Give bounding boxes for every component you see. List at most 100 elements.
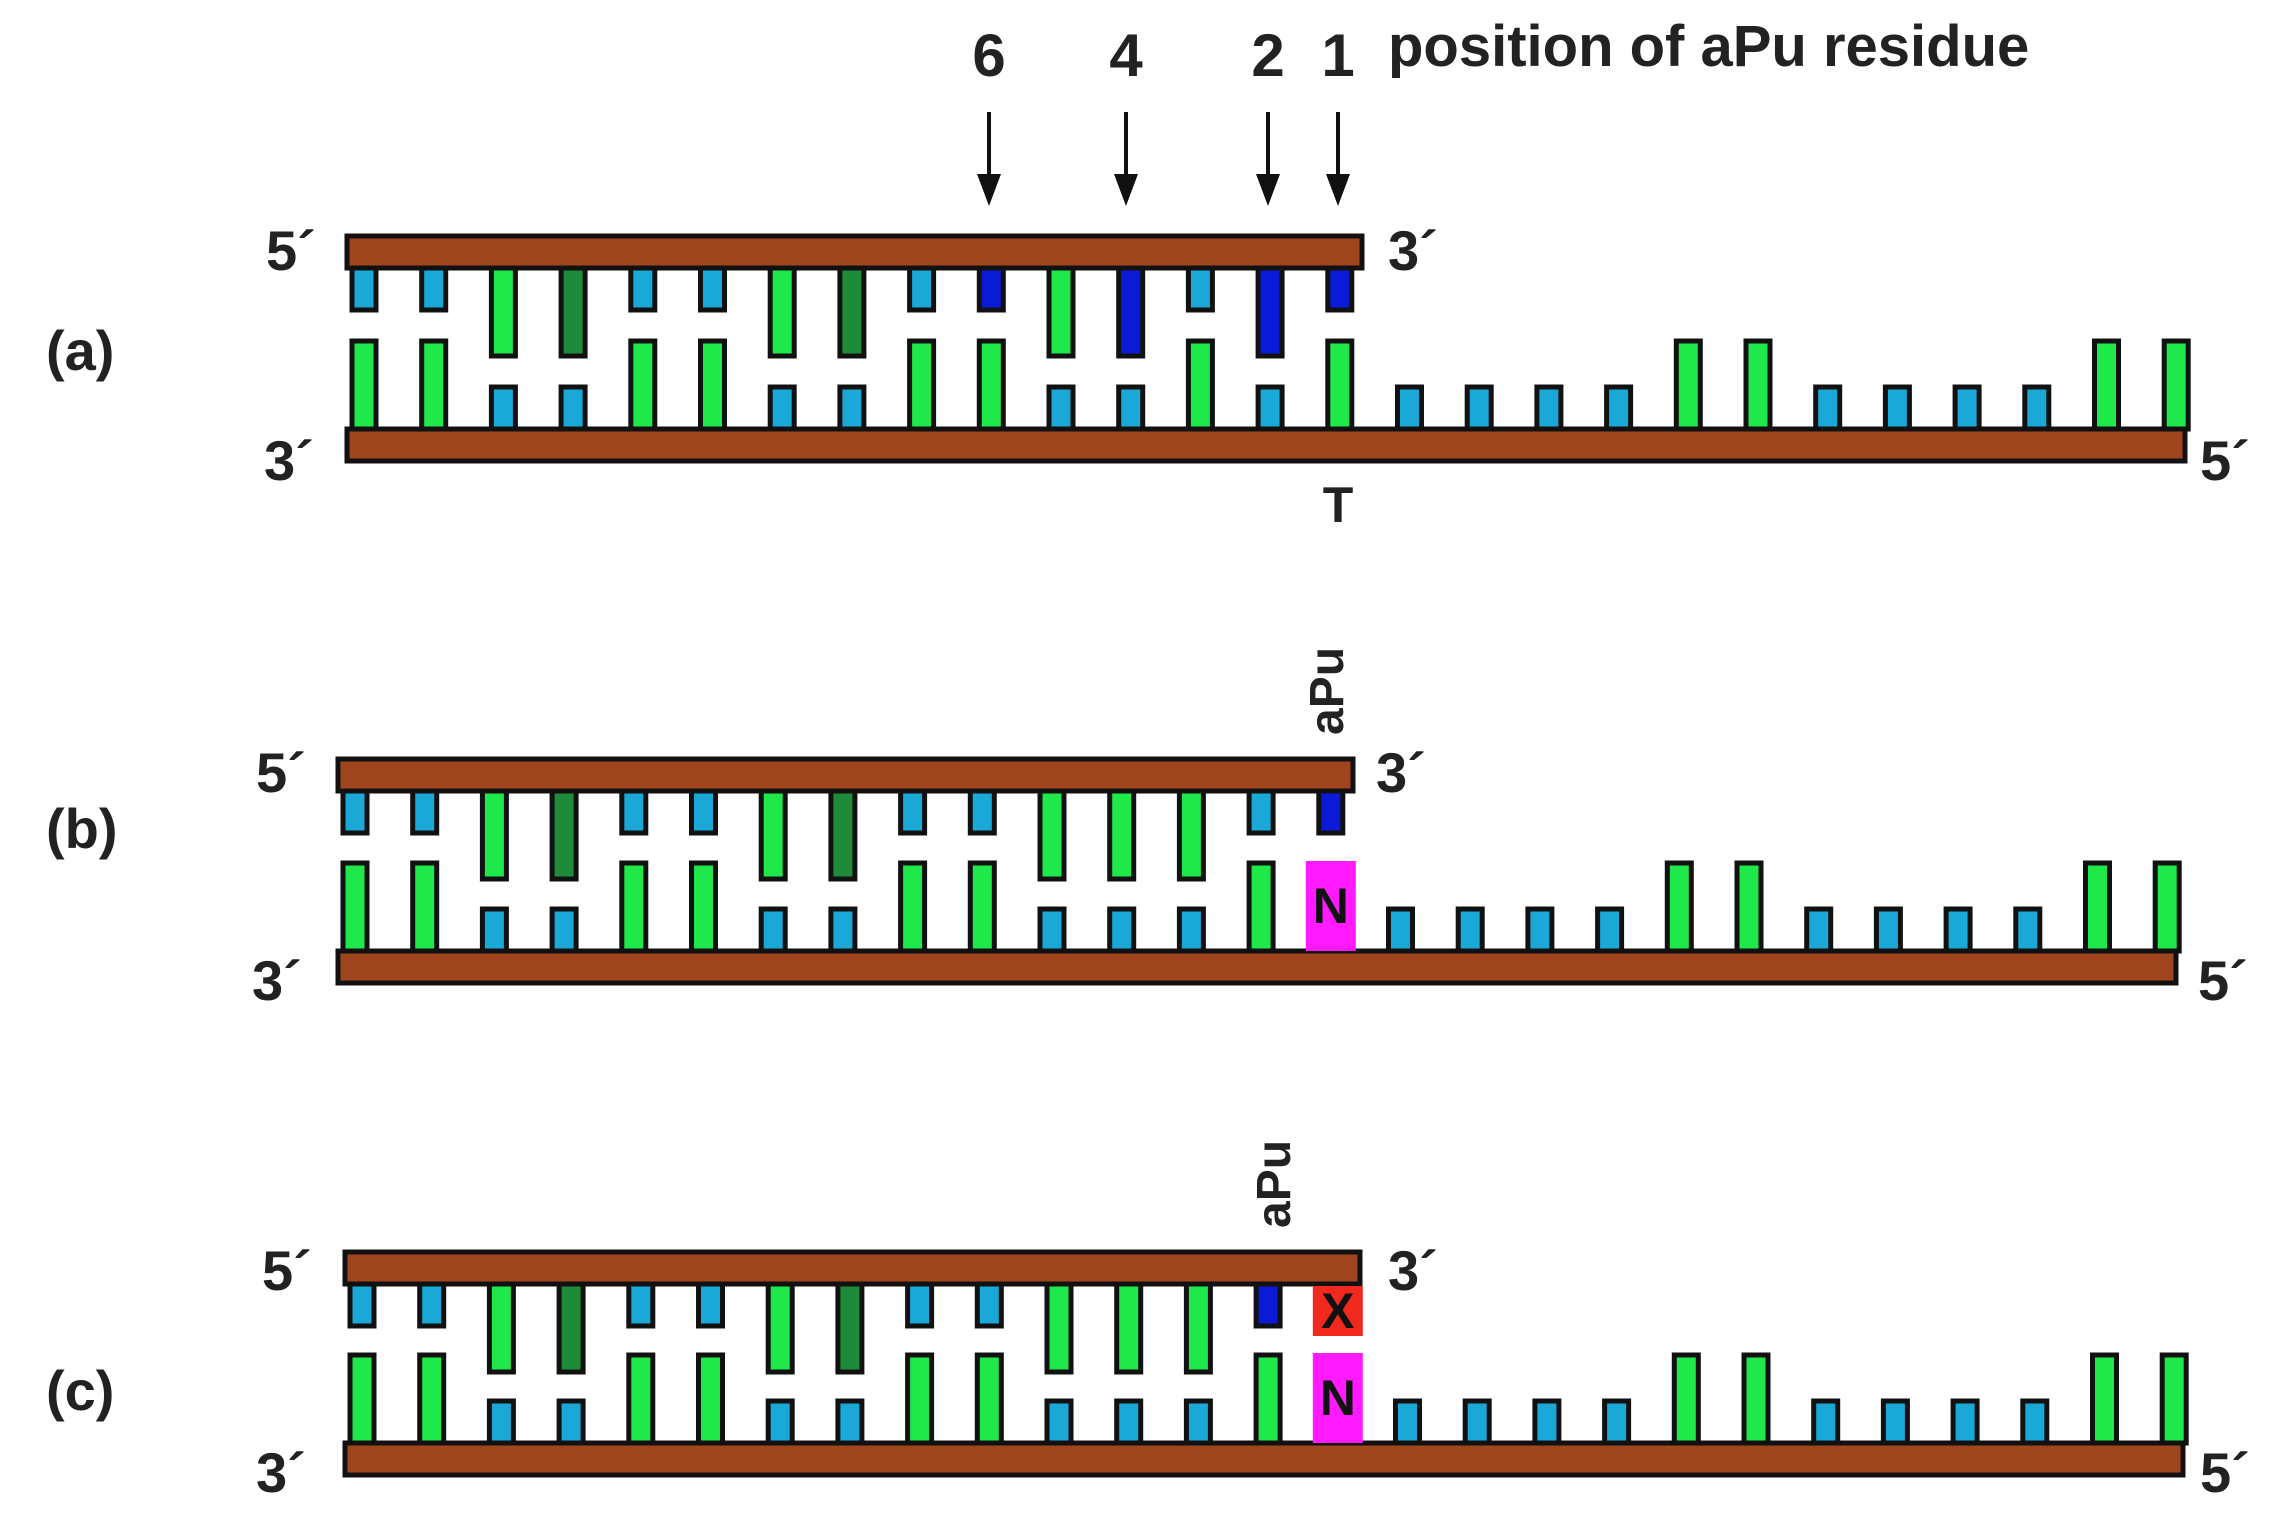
bottom-base bbox=[1595, 906, 1625, 954]
bottom-strand-3prime-label: 3´ bbox=[252, 949, 302, 1012]
bottom-base bbox=[479, 906, 509, 954]
bottom-base bbox=[1462, 1398, 1492, 1446]
bottom-base bbox=[1943, 906, 1973, 954]
top-base bbox=[905, 1281, 935, 1329]
top-base bbox=[549, 788, 579, 882]
bottom-base bbox=[758, 906, 788, 954]
n-box-fill bbox=[1312, 1353, 1363, 1443]
top-strand-backbone bbox=[342, 1249, 1363, 1287]
top-base bbox=[758, 788, 788, 882]
panel-c: (c) aPu 5´ 3´ 3´ 5´ XN bbox=[46, 1140, 2250, 1504]
bottom-base bbox=[626, 1352, 656, 1446]
arrow-down-icon bbox=[977, 112, 1001, 206]
bottom-strand-5prime-label: 5´ bbox=[2198, 949, 2248, 1012]
bottom-strand-5prime-label: 5´ bbox=[2200, 429, 2250, 492]
bottom-base bbox=[974, 1352, 1004, 1446]
bottom-base bbox=[549, 906, 579, 954]
top-base bbox=[1255, 265, 1285, 359]
bottom-strand-backbone bbox=[342, 1440, 2186, 1478]
position-marker-4: 4 bbox=[1109, 22, 1143, 89]
apu-label: aPu bbox=[1301, 647, 1354, 735]
bottom-base bbox=[619, 860, 649, 954]
top-base bbox=[1325, 265, 1355, 313]
bottom-base bbox=[1395, 384, 1424, 432]
top-base bbox=[976, 265, 1006, 313]
bottom-base bbox=[419, 338, 449, 432]
top-base bbox=[698, 265, 727, 313]
bottom-base bbox=[347, 1352, 377, 1446]
position-arrows bbox=[977, 112, 1350, 206]
bottom-base bbox=[1107, 906, 1137, 954]
bottom-base bbox=[1386, 906, 1415, 954]
bottom-base bbox=[1176, 906, 1206, 954]
top-base bbox=[1176, 788, 1206, 882]
top-base bbox=[696, 1281, 725, 1329]
top-base bbox=[767, 265, 797, 359]
top-base bbox=[349, 265, 379, 313]
bottom-base bbox=[417, 1352, 447, 1446]
n-box-letter: N bbox=[1313, 878, 1349, 934]
bottom-base bbox=[2152, 860, 2182, 954]
bottom-base bbox=[1743, 338, 1773, 432]
top-strand-5prime-label: 5´ bbox=[266, 219, 316, 282]
bottom-base bbox=[2013, 906, 2043, 954]
bottom-base bbox=[1464, 384, 1494, 432]
top-base bbox=[1044, 1281, 1074, 1375]
bottom-base bbox=[1532, 1398, 1562, 1446]
bottom-base bbox=[2161, 338, 2191, 432]
n-box-fill bbox=[1305, 861, 1356, 951]
top-base bbox=[828, 788, 858, 882]
top-strand-3prime-label: 3´ bbox=[1376, 741, 1426, 804]
position-marker-6: 6 bbox=[972, 22, 1005, 89]
arrow-down-icon bbox=[1114, 112, 1138, 206]
top-base bbox=[689, 788, 718, 836]
bottom-base bbox=[696, 1352, 725, 1446]
bottom-base bbox=[1804, 906, 1834, 954]
top-base bbox=[1246, 788, 1276, 836]
panel-b: (b) aPu 5´ 3´ 3´ 5´ N bbox=[46, 647, 2248, 1012]
bottom-base bbox=[1325, 338, 1355, 432]
bottom-base bbox=[2022, 384, 2052, 432]
bottom-base bbox=[628, 338, 658, 432]
bottom-base bbox=[1393, 1398, 1422, 1446]
bottom-base bbox=[2090, 1352, 2119, 1446]
bottom-base bbox=[898, 860, 928, 954]
n-box: N bbox=[1305, 861, 1356, 951]
bottom-base bbox=[1255, 384, 1285, 432]
bottom-base bbox=[556, 1398, 586, 1446]
bottom-base bbox=[765, 1398, 795, 1446]
bottom-base bbox=[835, 1398, 865, 1446]
top-base bbox=[837, 265, 867, 359]
top-strand-3prime-label: 3´ bbox=[1388, 219, 1438, 282]
top-base bbox=[835, 1281, 865, 1375]
bottom-base bbox=[828, 906, 858, 954]
bottom-base bbox=[1604, 384, 1634, 432]
panel-label-a: (a) bbox=[46, 319, 114, 382]
top-base bbox=[967, 788, 997, 836]
top-base bbox=[628, 265, 658, 313]
top-base bbox=[1107, 788, 1137, 882]
bottom-base bbox=[1534, 384, 1564, 432]
top-strand-5prime-label: 5´ bbox=[256, 741, 306, 804]
bottom-base bbox=[967, 860, 997, 954]
bottom-base bbox=[558, 384, 588, 432]
top-base bbox=[1116, 265, 1146, 359]
bottom-base bbox=[2092, 338, 2121, 432]
top-base bbox=[410, 788, 440, 836]
bottom-base bbox=[486, 1398, 516, 1446]
base-pairs: XN bbox=[347, 1281, 2189, 1446]
position-marker-1: 1 bbox=[1321, 22, 1354, 89]
bottom-base bbox=[1734, 860, 1764, 954]
bottom-base bbox=[1671, 1352, 1701, 1446]
top-strand-3prime-label: 3´ bbox=[1388, 1239, 1438, 1302]
top-strand-backbone bbox=[344, 233, 1365, 271]
top-base bbox=[907, 265, 937, 313]
top-base bbox=[765, 1281, 795, 1375]
base-pairs: N bbox=[340, 788, 2182, 954]
bottom-base bbox=[689, 860, 718, 954]
bottom-base bbox=[410, 860, 440, 954]
bottom-base bbox=[2083, 860, 2112, 954]
top-base bbox=[1037, 788, 1067, 882]
bottom-base bbox=[1813, 384, 1843, 432]
